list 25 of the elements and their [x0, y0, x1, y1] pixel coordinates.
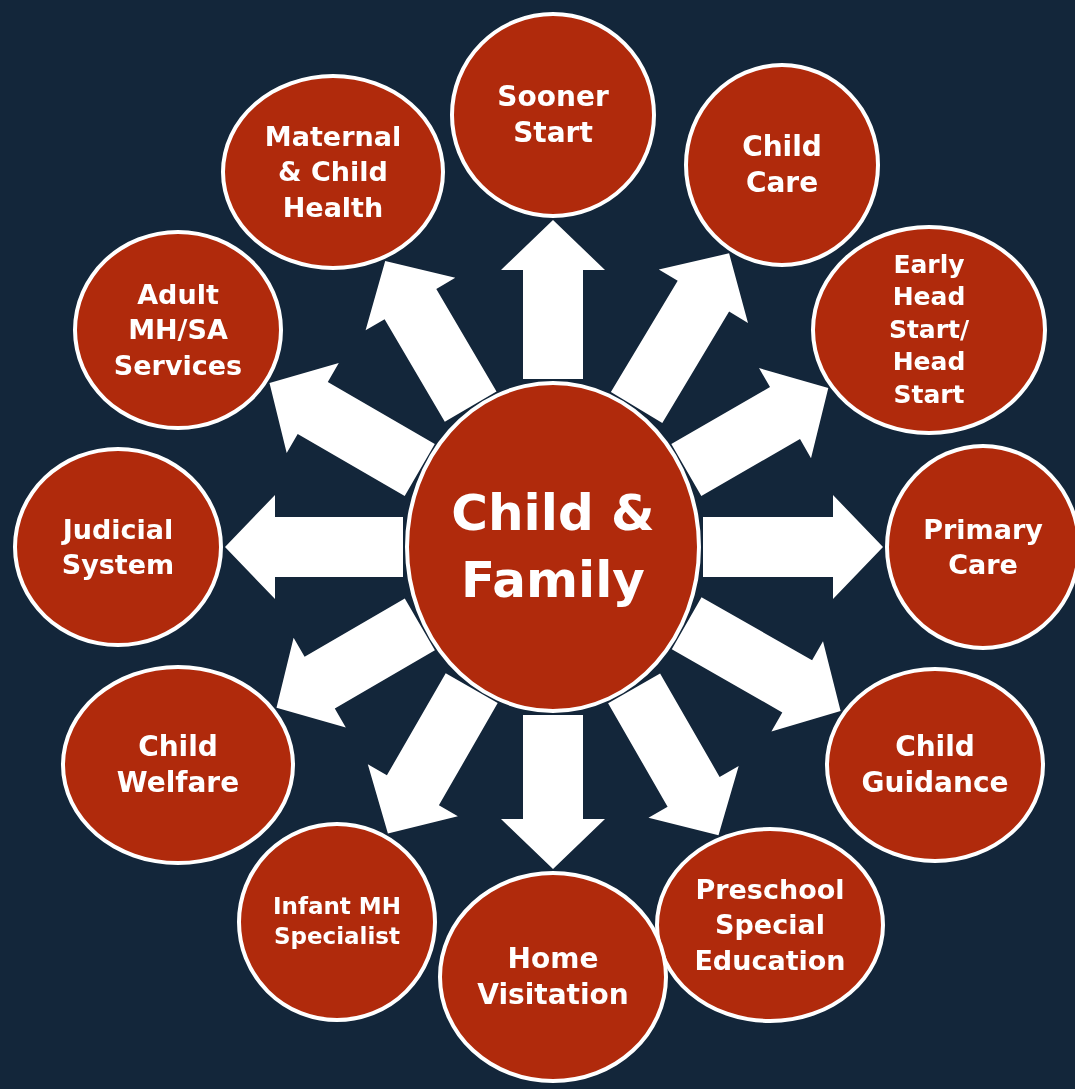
- node-label: Adult MH/SA Services: [112, 278, 244, 383]
- node-label: Primary Care: [922, 512, 1044, 582]
- block-arrow: [501, 715, 605, 869]
- node-label: Preschool Special Education: [693, 873, 847, 978]
- block-arrow: [671, 597, 841, 732]
- node-label: Maternal & Child Health: [263, 120, 403, 225]
- block-arrow: [276, 598, 435, 728]
- node-label: Sooner Start: [496, 78, 610, 151]
- node-label: Early Head Start/ Head Start: [887, 248, 971, 411]
- block-arrow: [225, 495, 403, 599]
- block-arrow: [367, 673, 498, 834]
- block-arrow: [269, 363, 435, 496]
- node-label: Judicial System: [60, 512, 176, 582]
- block-arrow: [365, 260, 497, 422]
- block-arrow: [610, 253, 748, 423]
- node-label: Child & Family: [450, 482, 656, 611]
- node-label: Child Welfare: [115, 728, 241, 801]
- block-arrow: [608, 673, 739, 836]
- node-label: Child Guidance: [860, 728, 1010, 801]
- block-arrow: [703, 495, 883, 599]
- block-arrow: [501, 220, 605, 379]
- block-arrow: [671, 368, 829, 496]
- node-label: Child Care: [741, 128, 823, 201]
- node-label: Home Visitation: [476, 940, 630, 1013]
- node-label: Infant MH Specialist: [272, 892, 402, 951]
